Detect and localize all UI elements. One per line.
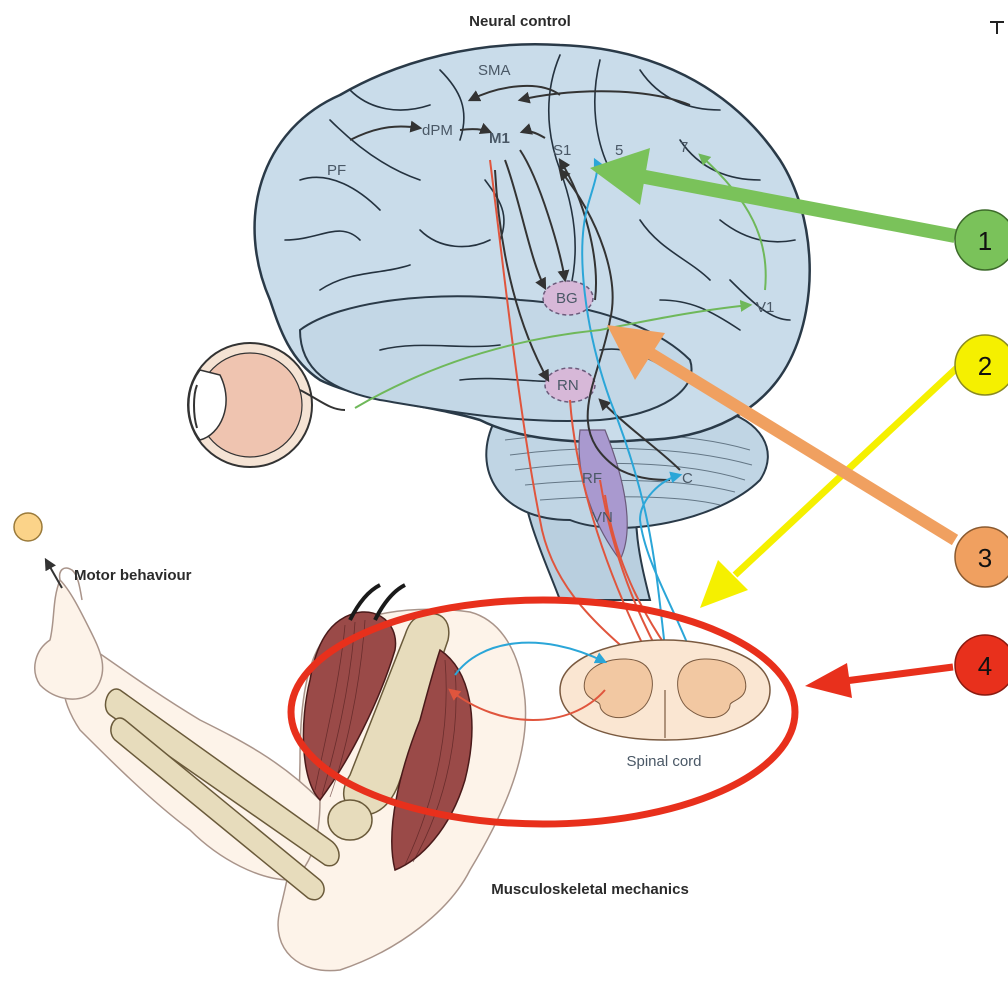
title-musculoskeletal: Musculoskeletal mechanics — [491, 881, 689, 898]
label-c: C — [682, 470, 693, 487]
label-bg: BG — [556, 290, 578, 307]
callout-1: 1 — [955, 210, 1008, 270]
hand — [35, 580, 103, 699]
callout-1-number: 1 — [978, 226, 992, 256]
label-spinal-cord: Spinal cord — [626, 753, 701, 770]
label-area-7: 7 — [680, 139, 688, 156]
callout-3: 3 — [955, 527, 1008, 587]
label-dpm: dPM — [422, 122, 453, 139]
arm — [35, 568, 526, 971]
label-sma: SMA — [478, 62, 511, 79]
brain — [255, 44, 810, 600]
label-rf: RF — [582, 470, 602, 487]
callout-2-number: 2 — [978, 351, 992, 381]
label-rn: RN — [557, 377, 579, 394]
label-s1: S1 — [553, 142, 571, 159]
title-neural-control: Neural control — [469, 13, 571, 30]
label-vn: VN — [592, 509, 613, 526]
callout-3-number: 3 — [978, 543, 992, 573]
label-motor-behaviour: Motor behaviour — [74, 567, 192, 584]
callout-4-number: 4 — [978, 651, 992, 681]
label-pf: PF — [327, 162, 346, 179]
label-area-5: 5 — [615, 142, 623, 159]
label-v1: V1 — [756, 299, 774, 316]
label-m1: M1 — [489, 130, 510, 147]
target-ball — [14, 513, 42, 541]
callout-4: 4 — [955, 635, 1008, 695]
callout-2: 2 — [955, 335, 1008, 395]
